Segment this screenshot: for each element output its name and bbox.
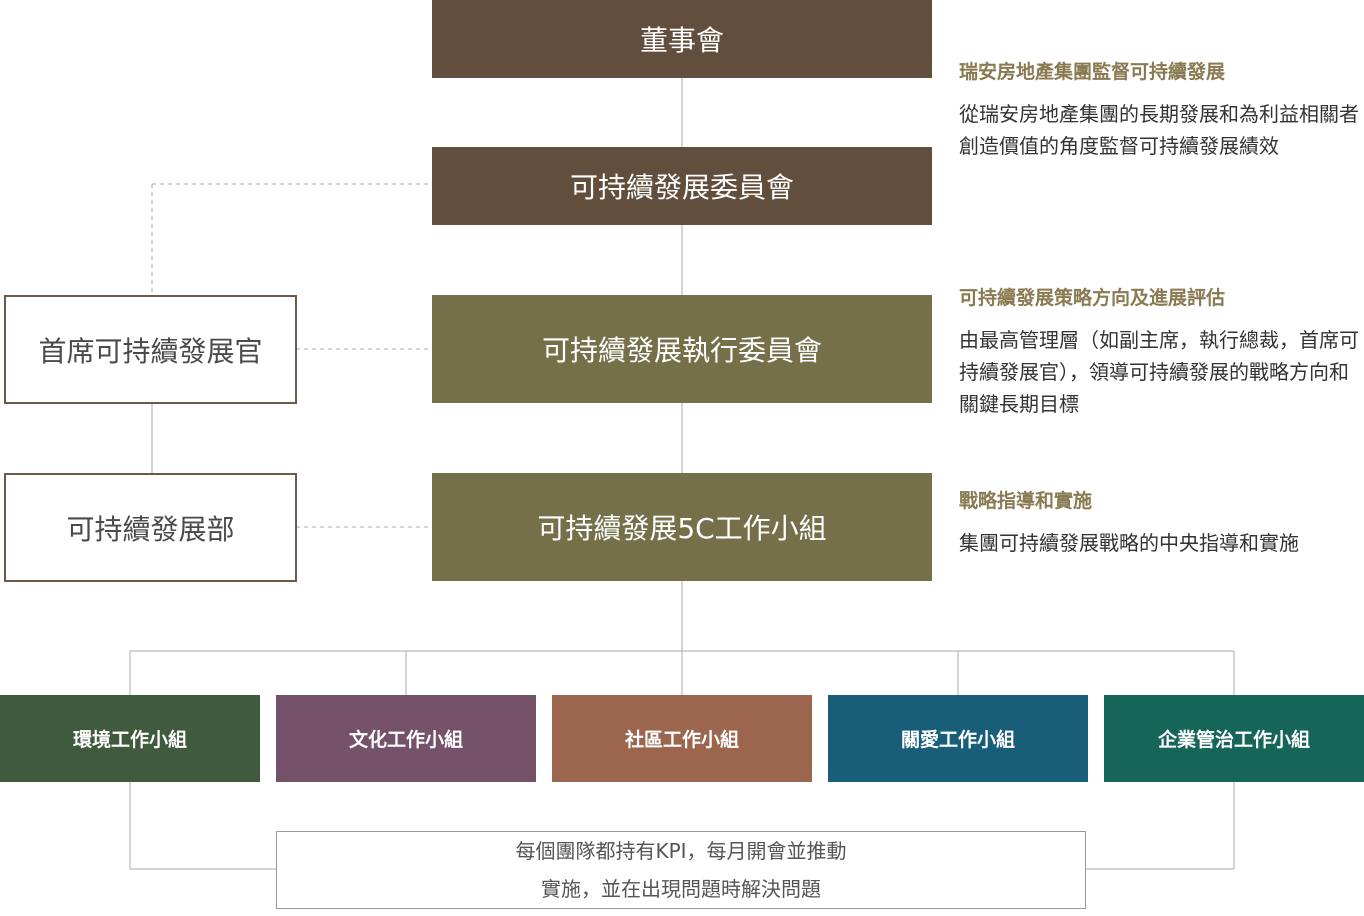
group-community: 社區工作小組 [552, 695, 812, 782]
note-title: 瑞安房地產集團監督可持續發展 [959, 61, 1226, 83]
kpi-line2: 實施，並在出現問題時解決問題 [541, 877, 821, 901]
committee-label: 可持續發展委員會 [569, 171, 794, 204]
department-box: 可持續發展部 [4, 473, 297, 582]
board-box: 董事會 [432, 0, 932, 78]
group-governance: 企業管治工作小組 [1104, 695, 1364, 782]
group-label: 環境工作小組 [72, 729, 187, 751]
taskforce-label: 可持續發展5C工作小組 [537, 512, 827, 545]
executive-committee-label: 可持續發展執行委員會 [541, 334, 822, 367]
note-board: 瑞安房地產集團監督可持續發展 從瑞安房地產集團的長期發展和為利益相關者創造價值的… [959, 57, 1359, 162]
board-label: 董事會 [639, 24, 724, 57]
department-label: 可持續發展部 [66, 512, 235, 546]
kpi-line1: 每個團隊都持有KPI，每月開會並推動 [515, 839, 847, 863]
group-care: 關愛工作小組 [828, 695, 1088, 782]
group-culture: 文化工作小組 [276, 695, 536, 782]
group-label: 關愛工作小組 [900, 729, 1015, 751]
note-body: 由最高管理層（如副主席，執行總裁，首席可持續發展官），領導可持續發展的戰略方向和… [959, 328, 1359, 416]
group-label: 文化工作小組 [348, 729, 463, 751]
note-body: 從瑞安房地產集團的長期發展和為利益相關者創造價值的角度監督可持續發展績效 [959, 102, 1359, 158]
note-executive: 可持續發展策略方向及進展評估 由最高管理層（如副主席，執行總裁，首席可持續發展官… [959, 283, 1359, 420]
taskforce-box: 可持續發展5C工作小組 [432, 473, 932, 581]
group-environment: 環境工作小組 [0, 695, 260, 782]
group-label: 社區工作小組 [624, 729, 739, 751]
note-title: 可持續發展策略方向及進展評估 [959, 287, 1226, 309]
note-body: 集團可持續發展戰略的中央指導和實施 [959, 531, 1299, 555]
executive-committee-box: 可持續發展執行委員會 [432, 295, 932, 403]
note-title: 戰略指導和實施 [959, 490, 1093, 512]
note-taskforce: 戰略指導和實施 集團可持續發展戰略的中央指導和實施 [959, 486, 1359, 559]
group-label: 企業管治工作小組 [1157, 729, 1310, 751]
kpi-box: 每個團隊都持有KPI，每月開會並推動 實施，並在出現問題時解決問題 [276, 831, 1086, 909]
cso-box: 首席可持續發展官 [4, 295, 297, 404]
committee-box: 可持續發展委員會 [432, 147, 932, 225]
cso-label: 首席可持續發展官 [38, 334, 263, 368]
